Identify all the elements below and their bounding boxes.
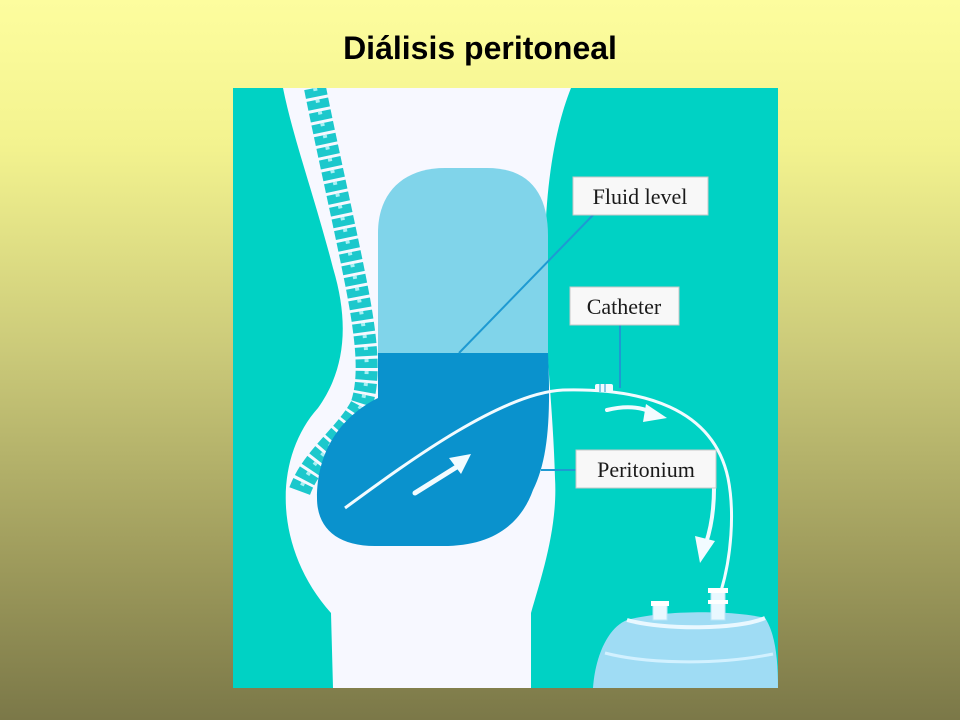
fluid-level-leader <box>458 212 596 354</box>
diagram-canvas: Fluid level Catheter Peritonium <box>233 88 778 688</box>
peritoneal-dialysis-diagram: Fluid level Catheter Peritonium <box>233 88 778 688</box>
flow-arrow-down <box>695 486 716 563</box>
label-peritonium-text: Peritonium <box>597 457 695 482</box>
slide-title: Diálisis peritoneal <box>343 30 617 66</box>
flow-arrow-inner <box>412 454 471 496</box>
dialysate-bag <box>593 588 778 688</box>
cavity-upper <box>378 168 548 353</box>
catheter-tube <box>344 388 734 592</box>
label-fluid-level-text: Fluid level <box>593 184 688 209</box>
label-catheter-text: Catheter <box>587 294 662 319</box>
label-catheter: Catheter <box>569 286 680 326</box>
label-fluid-level: Fluid level <box>572 176 709 216</box>
cavity-fluid <box>317 353 550 546</box>
catheter-cuff <box>595 384 613 392</box>
flow-arrow-outer <box>605 404 667 422</box>
spine <box>288 88 378 498</box>
label-peritonium: Peritonium <box>575 449 717 489</box>
